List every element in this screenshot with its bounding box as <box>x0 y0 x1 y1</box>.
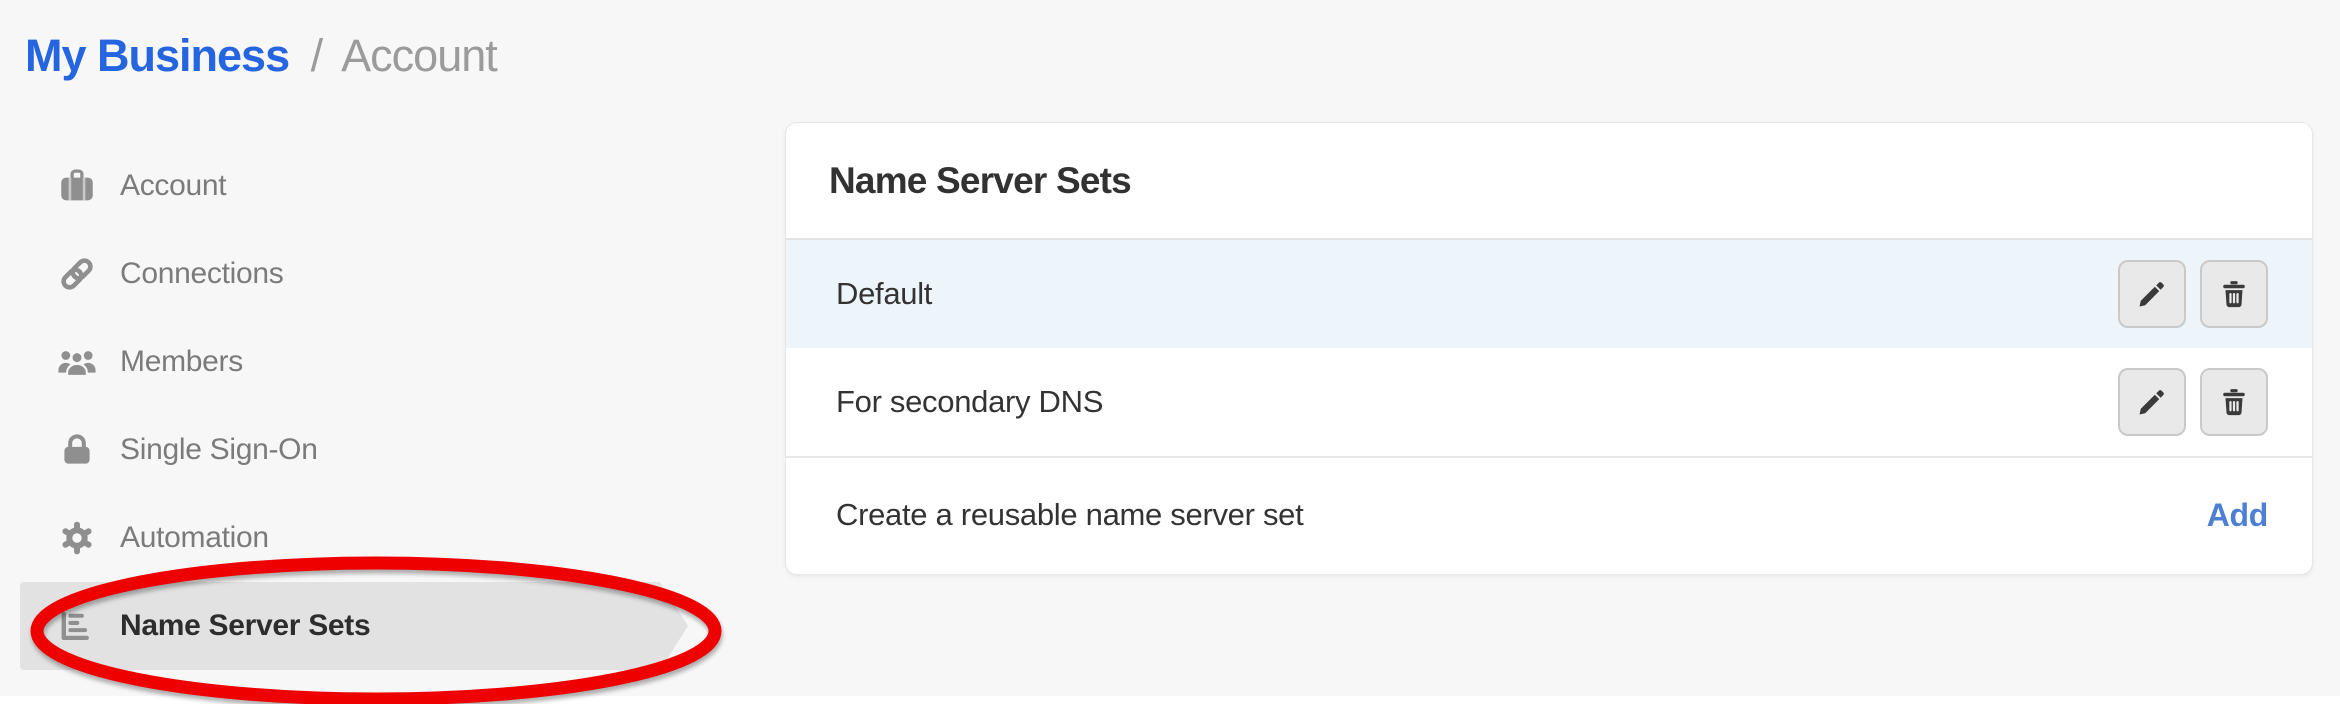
list-icon <box>54 603 100 649</box>
name-server-set-row-default: Default <box>786 240 2312 348</box>
sidebar-item-label: Members <box>120 345 243 378</box>
sidebar-item-label: Account <box>120 169 227 202</box>
row-actions <box>2118 368 2268 436</box>
link-icon <box>54 251 100 297</box>
briefcase-icon <box>54 163 100 209</box>
delete-button[interactable] <box>2200 260 2268 328</box>
sidebar-item-label: Automation <box>120 521 269 554</box>
create-set-row: Create a reusable name server set Add <box>786 458 2312 572</box>
sidebar-item-label: Connections <box>120 257 284 290</box>
settings-sidebar: Account Connections <box>0 142 760 670</box>
breadcrumb-current-account: Account <box>341 30 498 81</box>
sidebar-item-connections[interactable]: Connections <box>20 230 660 318</box>
sidebar-item-label: Single Sign-On <box>120 433 318 466</box>
sidebar-item-name-server-sets[interactable]: Name Server Sets <box>20 582 688 670</box>
pencil-icon <box>2139 390 2164 415</box>
trash-icon <box>2223 389 2245 416</box>
add-link[interactable]: Add <box>2206 496 2269 533</box>
name-server-set-row-secondary-dns: For secondary DNS <box>786 348 2312 458</box>
row-actions <box>2118 260 2268 328</box>
edit-button[interactable] <box>2118 260 2186 328</box>
name-server-sets-panel: Name Server Sets Default <box>785 122 2313 575</box>
name-server-set-name: For secondary DNS <box>836 384 1104 419</box>
trash-icon <box>2223 281 2245 308</box>
edit-button[interactable] <box>2118 368 2186 436</box>
breadcrumb: My Business / Account <box>25 30 498 82</box>
sidebar-item-single-sign-on[interactable]: Single Sign-On <box>20 406 660 494</box>
breadcrumb-link-my-business[interactable]: My Business <box>25 30 290 81</box>
panel-title: Name Server Sets <box>829 159 1132 201</box>
sidebar-item-automation[interactable]: Automation <box>20 494 660 582</box>
page-bottom-edge <box>0 696 2340 704</box>
sidebar-item-label: Name Server Sets <box>120 609 371 642</box>
breadcrumb-separator: / <box>310 30 323 81</box>
users-icon <box>54 339 100 385</box>
panel-header: Name Server Sets <box>786 123 2312 240</box>
create-set-text: Create a reusable name server set <box>836 497 1304 532</box>
sidebar-item-account[interactable]: Account <box>20 142 660 230</box>
name-server-set-name: Default <box>836 276 933 311</box>
gear-icon <box>54 515 100 561</box>
pencil-icon <box>2139 282 2164 307</box>
lock-icon <box>54 427 100 473</box>
delete-button[interactable] <box>2200 368 2268 436</box>
sidebar-item-members[interactable]: Members <box>20 318 660 406</box>
